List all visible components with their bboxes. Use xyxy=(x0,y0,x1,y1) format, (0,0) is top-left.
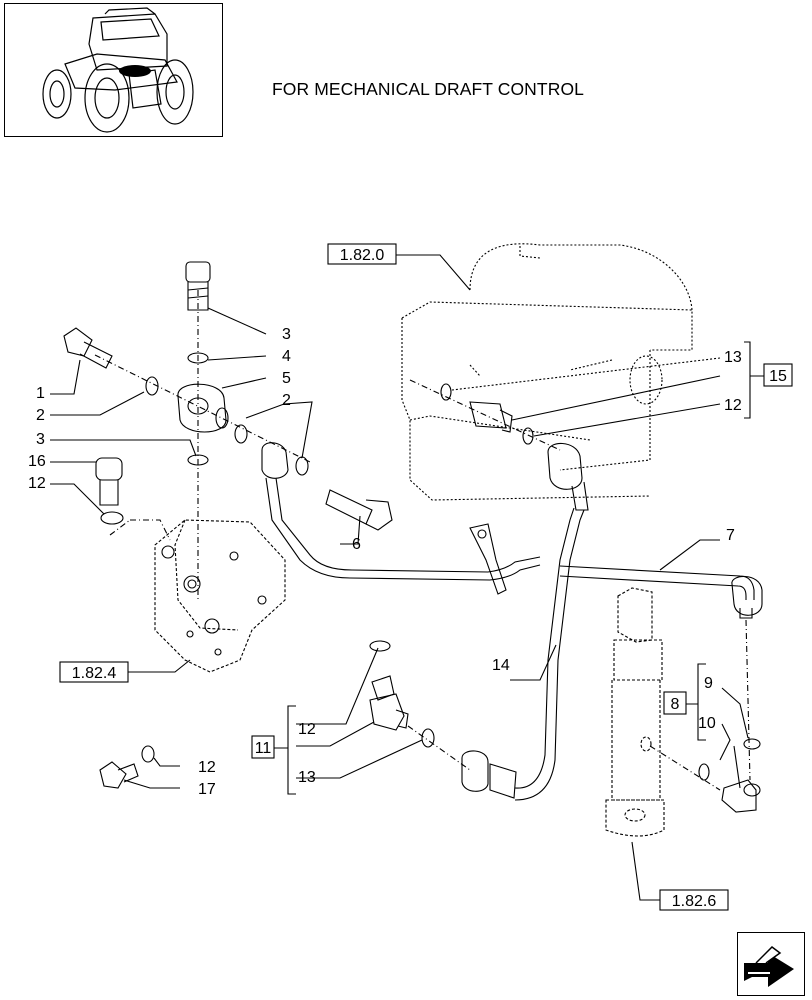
callout-16: 16 xyxy=(28,453,46,470)
callout-12-left: 12 xyxy=(28,475,46,492)
next-page-button[interactable] xyxy=(737,932,805,996)
elbow-fitting-8 xyxy=(721,779,761,813)
callout-12-right: 12 xyxy=(724,397,742,414)
fitting-nipple xyxy=(469,401,513,433)
next-page-arrow-icon xyxy=(744,946,794,987)
callout-2-right: 2 xyxy=(282,392,291,409)
tractor-thumbnail xyxy=(4,3,223,137)
control-valve-body xyxy=(154,519,286,673)
pipe-14 xyxy=(461,442,589,801)
bolt-16 xyxy=(95,457,123,506)
callout-13-right: 13 xyxy=(724,349,742,366)
callout-12-mid: 12 xyxy=(298,721,316,738)
callout-box-11: 11 xyxy=(255,740,272,757)
hydraulic-tank-outline xyxy=(401,243,693,501)
callout-17: 17 xyxy=(198,781,216,798)
callout-13-mid: 13 xyxy=(298,769,316,786)
bolt-6 xyxy=(325,489,393,531)
callout-1: 1 xyxy=(36,385,45,402)
banjo-union xyxy=(177,383,229,433)
banjo-bolt-top xyxy=(185,261,211,311)
callout-14: 14 xyxy=(492,657,510,674)
ref-box-1820-frame xyxy=(327,243,397,265)
callout-4: 4 xyxy=(282,348,291,365)
page-title: FOR MECHANICAL DRAFT CONTROL xyxy=(272,79,584,99)
ref-1824-label: 1.82.4 xyxy=(72,665,117,682)
bolt-1 xyxy=(63,327,113,369)
callout-10: 10 xyxy=(698,715,716,732)
lift-cylinder-outline xyxy=(605,587,665,837)
callout-3-top: 3 xyxy=(282,326,291,343)
ref-1820-label: 1.82.0 xyxy=(340,247,385,264)
callout-2-left: 2 xyxy=(36,407,45,424)
callout-5: 5 xyxy=(282,370,291,387)
elbow-fitting-11 xyxy=(369,640,409,731)
callout-12-bottom: 12 xyxy=(198,759,216,776)
callout-7: 7 xyxy=(726,527,735,544)
callout-box-8: 8 xyxy=(671,696,680,713)
callout-9: 9 xyxy=(704,675,713,692)
ref-1826-label: 1.82.6 xyxy=(672,893,717,910)
bolt-17 xyxy=(99,761,139,789)
pipe-7 xyxy=(559,565,763,619)
pipe-left xyxy=(261,442,541,581)
callout-3-left: 3 xyxy=(36,431,45,448)
tractor-thumbnail-icon xyxy=(42,7,194,133)
callout-6: 6 xyxy=(352,536,361,553)
callout-box-15: 15 xyxy=(769,368,787,385)
